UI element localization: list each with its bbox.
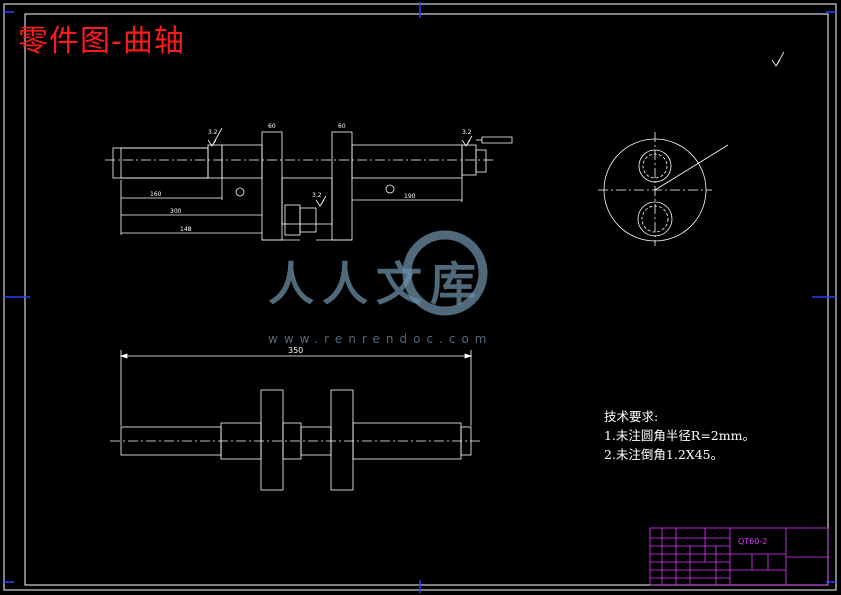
- svg-text:3.2: 3.2: [312, 192, 322, 199]
- front-view: [105, 127, 513, 241]
- top-view: [110, 350, 482, 491]
- drawing-number: QT60-2: [738, 537, 767, 546]
- front-view-dim-text: 160 300 148 190 60 60 3.2 3.2 3.2: [150, 123, 472, 233]
- watermark-chinese: 人人文库: [268, 257, 484, 311]
- svg-text:148: 148: [180, 226, 192, 233]
- svg-text:300: 300: [170, 208, 182, 215]
- tech-req-item-2: 2.未注倒角1.2X45。: [604, 447, 724, 462]
- side-view: [598, 132, 729, 246]
- svg-text:60: 60: [338, 123, 346, 130]
- finish-symbol: [771, 51, 785, 67]
- watermark-url: www.renrendoc.com: [268, 332, 493, 346]
- svg-text:160: 160: [150, 191, 162, 198]
- svg-text:190: 190: [404, 193, 416, 200]
- svg-text:3.2: 3.2: [462, 129, 472, 136]
- tech-req-item-1: 1.未注圆角半径R=2mm。: [604, 428, 755, 443]
- overall-length-dim: 350: [288, 346, 303, 355]
- drawing-title: 零件图-曲轴: [18, 24, 185, 59]
- tech-req-heading: 技术要求:: [604, 409, 659, 424]
- watermark-logo: [402, 230, 488, 316]
- svg-text:60: 60: [268, 123, 276, 130]
- drawing-frame: [24, 13, 829, 586]
- technical-requirements: 技术要求: 1.未注圆角半径R=2mm。 2.未注倒角1.2X45。: [604, 407, 755, 464]
- title-block: [649, 527, 829, 586]
- svg-text:3.2: 3.2: [208, 129, 218, 136]
- centering-marks: [4, 2, 836, 593]
